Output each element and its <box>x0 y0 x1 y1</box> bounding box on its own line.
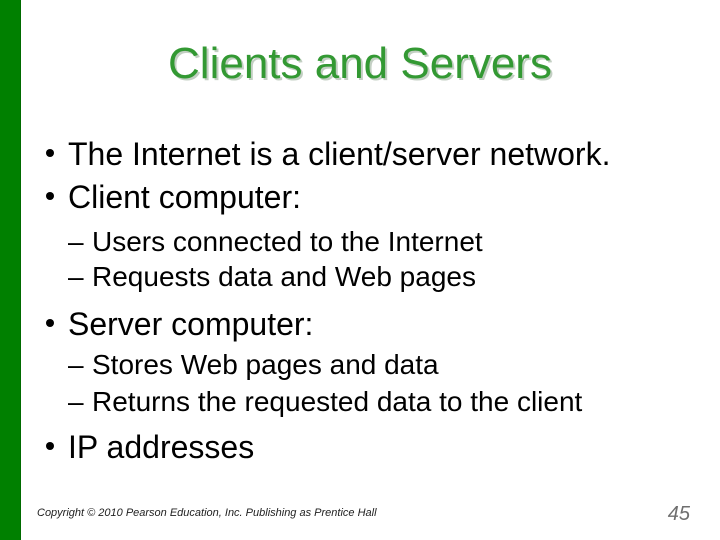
dash-bullet-icon: – <box>68 226 84 257</box>
bullet-item: IP addresses <box>46 428 254 466</box>
bullet-text: Client computer: <box>68 179 301 215</box>
sub-bullet-item: – Users connected to the Internet <box>68 225 483 259</box>
bullet-dot-icon <box>46 149 54 157</box>
bullet-dot-icon <box>46 192 54 200</box>
bullet-text: Server computer: <box>68 306 314 342</box>
bullet-dot-icon <box>46 442 54 450</box>
bullet-dot-icon <box>46 319 54 327</box>
sub-bullet-item: – Returns the requested data to the clie… <box>68 385 582 419</box>
sub-bullet-item: – Stores Web pages and data <box>68 348 439 382</box>
sub-bullet-text: Returns the requested data to the client <box>92 386 583 417</box>
sub-bullet-text: Requests data and Web pages <box>92 261 476 292</box>
bullet-item: Server computer: <box>46 305 313 343</box>
bullet-item: The Internet is a client/server network. <box>46 135 610 173</box>
sub-bullet-text: Stores Web pages and data <box>92 349 439 380</box>
page-number: 45 <box>667 503 690 525</box>
left-accent-bar <box>0 0 21 540</box>
bullet-item: Client computer: <box>46 178 301 216</box>
dash-bullet-icon: – <box>68 386 84 417</box>
sub-bullet-text: Users connected to the Internet <box>92 226 483 257</box>
dash-bullet-icon: – <box>68 349 84 380</box>
dash-bullet-icon: – <box>68 261 84 292</box>
sub-bullet-item: – Requests data and Web pages <box>68 260 476 294</box>
bullet-text: The Internet is a client/server network. <box>68 136 611 172</box>
bullet-text: IP addresses <box>68 429 255 465</box>
slide-title: Clients and Servers <box>168 39 552 88</box>
copyright-footer: Copyright © 2010 Pearson Education, Inc.… <box>37 507 377 519</box>
